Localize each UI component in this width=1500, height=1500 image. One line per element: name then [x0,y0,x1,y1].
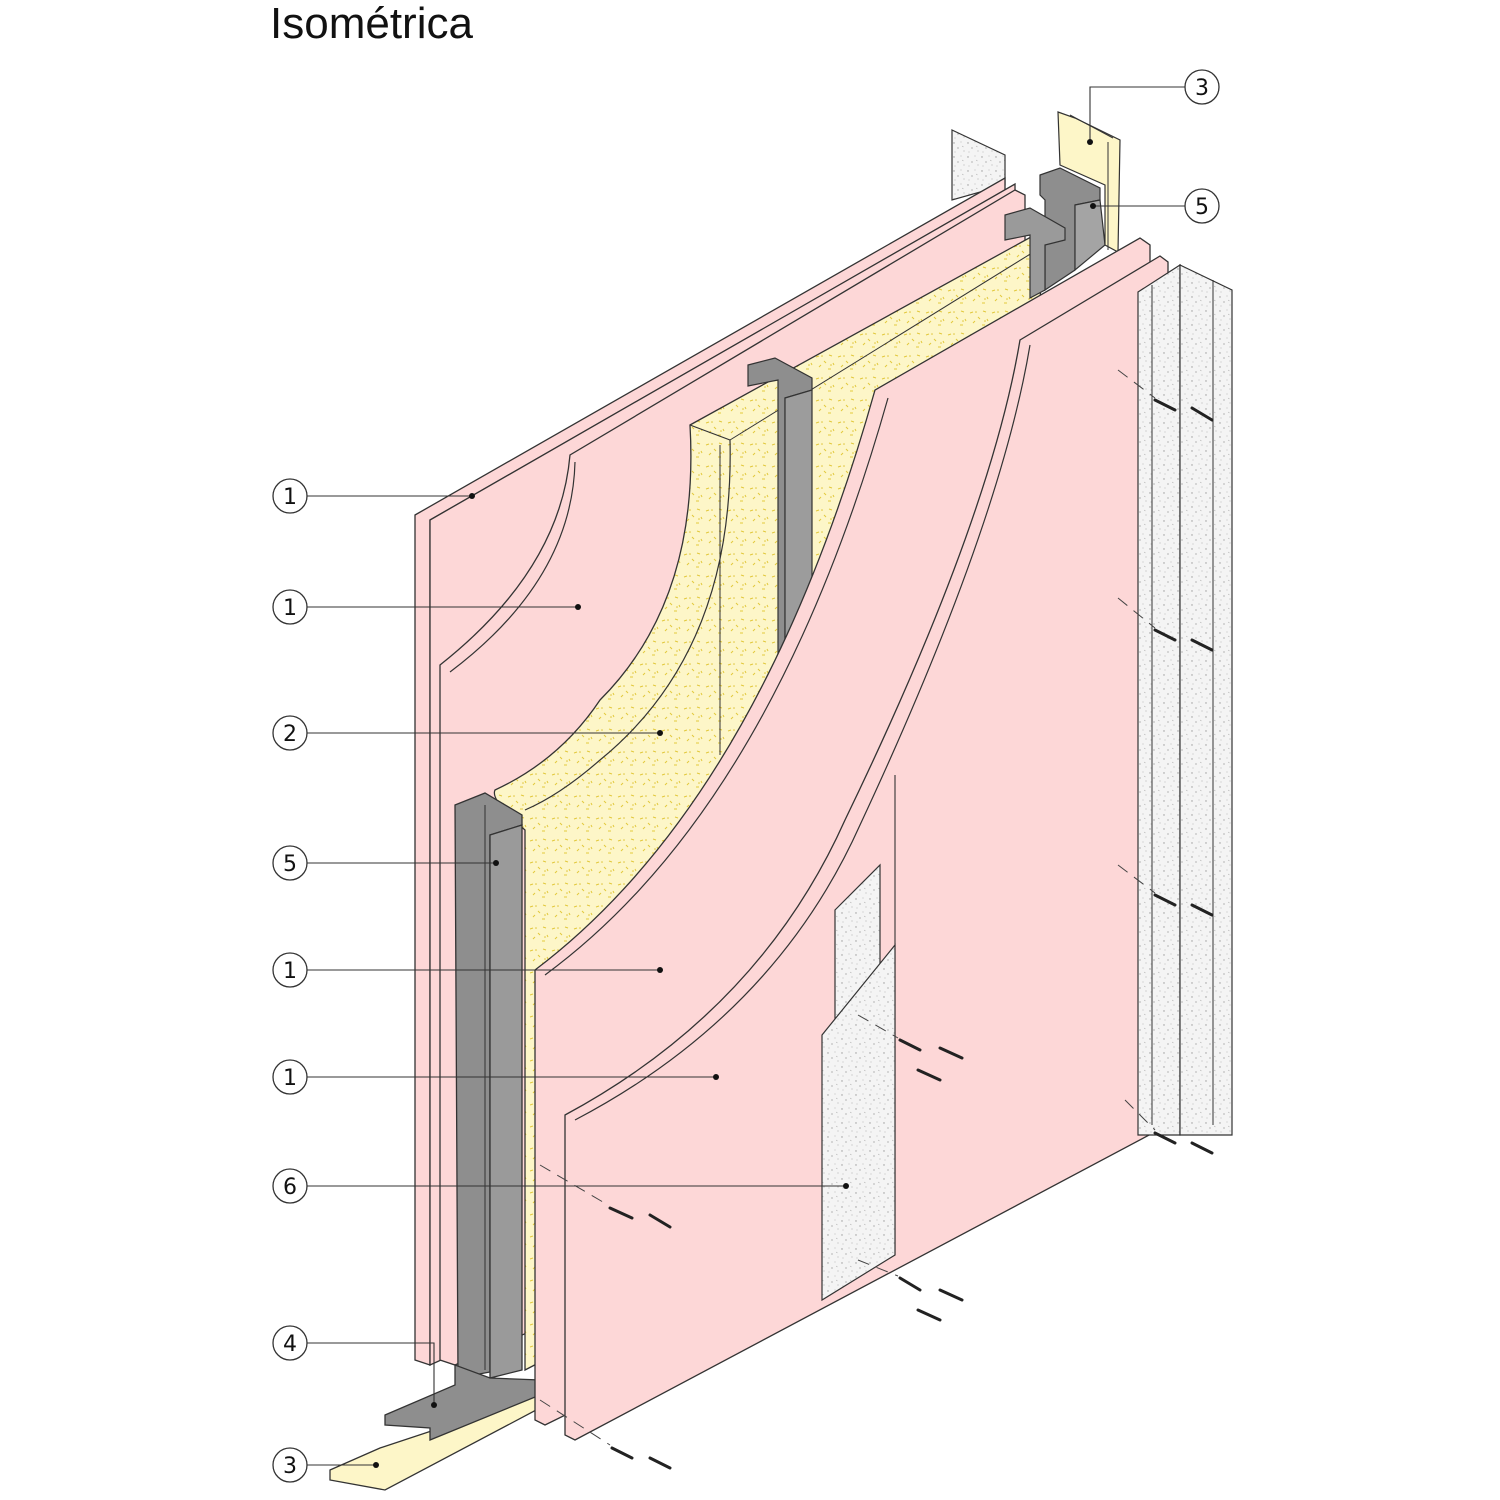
callout-label: 1 [283,1066,297,1091]
callout-label: 3 [283,1454,297,1479]
callout-1-c: 1 [272,952,308,988]
right-concrete-wall [1137,263,1233,1136]
callout-5-top: 5 [1184,188,1220,224]
top-steel-stud [1004,167,1106,299]
callout-label: 5 [1195,195,1209,220]
top-track-band [1057,111,1121,253]
callout-label: 6 [283,1175,297,1200]
callout-label: 1 [283,596,297,621]
concrete-infill-cutout [821,863,896,1302]
page-title: Isométrica [270,0,473,48]
callout-1-d: 1 [272,1059,308,1095]
callout-leaders [307,86,1185,1466]
callout-anchor-dots [373,139,1096,1468]
callout-6: 6 [272,1168,308,1204]
callout-3-bottom: 3 [272,1447,308,1483]
callout-2: 2 [272,715,308,751]
callout-label: 5 [283,852,297,877]
callout-5-left: 5 [272,845,308,881]
callout-1-a: 1 [272,478,308,514]
left-steel-stud [454,792,523,1379]
callout-label: 2 [283,722,297,747]
callout-1-b: 1 [272,589,308,625]
screws [608,398,1214,1470]
callout-label: 4 [283,1332,297,1357]
callout-label: 1 [283,485,297,510]
callout-label: 3 [1195,76,1209,101]
callout-label: 1 [283,959,297,984]
screw-guide-lines [539,369,1156,1446]
callout-4: 4 [272,1325,308,1361]
callout-3-top: 3 [1184,69,1220,105]
